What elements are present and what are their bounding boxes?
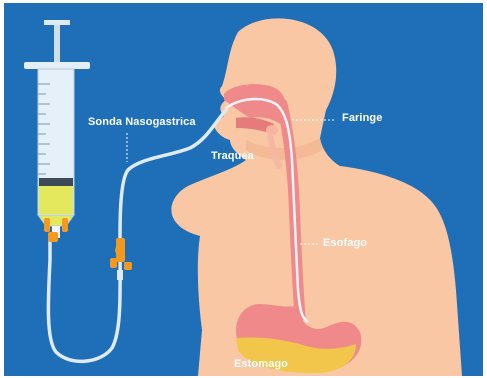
label-sonda-nasogastrica: Sonda Nasogastrica (88, 116, 196, 128)
uvula (266, 125, 278, 135)
label-estomago: Estomago (234, 358, 288, 370)
label-esofago: Esofago (323, 237, 367, 249)
label-traquea: Traquea (211, 150, 254, 162)
label-faringe: Faringe (342, 112, 382, 124)
